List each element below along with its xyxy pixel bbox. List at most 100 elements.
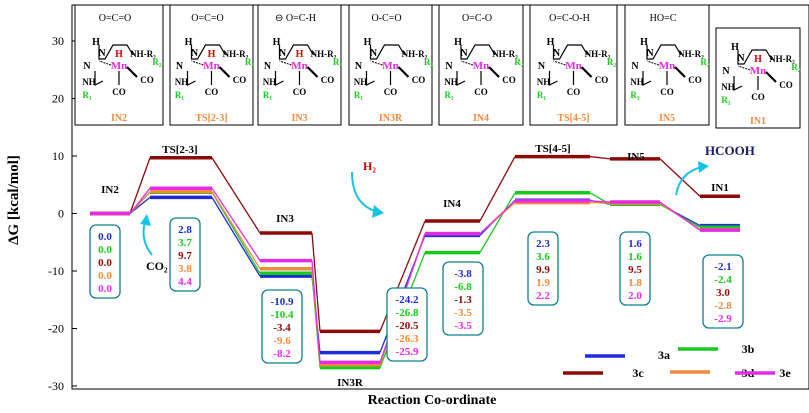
structure-backbone	[646, 44, 682, 60]
atom-mn: Mn	[382, 60, 399, 72]
connector-3e-1	[129, 187, 151, 214]
atom-n: N	[460, 48, 468, 59]
atom-co-bottom: CO	[293, 87, 307, 97]
value-label-3d: 1.8	[628, 277, 642, 289]
structure-hash-bond	[191, 60, 204, 66]
structure-ligand: HO=C	[650, 13, 677, 24]
structure-co-wedge	[218, 66, 231, 78]
atom-co-bottom: CO	[474, 87, 488, 97]
atom-co-right: CO	[140, 75, 154, 85]
atom-h: H	[454, 37, 462, 48]
structure-chelate	[733, 76, 743, 91]
atom-h: H	[185, 37, 193, 48]
atom-r1: R₁	[537, 90, 546, 100]
atom-r2: R₂	[333, 57, 342, 67]
value-label-3c: -1.3	[454, 294, 472, 306]
structure-hash-bond	[279, 60, 292, 66]
atom-nh: NH	[354, 77, 368, 87]
structure-label: TS[4-5]	[557, 113, 589, 124]
atom-r2: R₂	[152, 57, 161, 67]
structure-label: IN3R	[379, 113, 403, 124]
connector-3e-5	[479, 200, 516, 235]
y-tick-label: -20	[48, 322, 64, 336]
co2-label: CO₂	[146, 259, 168, 273]
stage-label-IN3: IN3	[276, 213, 294, 225]
hcooh-arrow	[675, 166, 703, 196]
atom-r1: R₁	[175, 90, 184, 100]
structure-box	[74, 4, 164, 126]
value-box-border	[261, 289, 303, 364]
structure-backbone	[98, 44, 134, 60]
hcooh-annotation: HCOOH	[675, 143, 755, 196]
structure-ligand: O=C-O	[462, 13, 492, 24]
atom-mn: Mn	[111, 60, 128, 72]
value-box-IN3: -10.9-10.4-3.4-9.6-8.2	[261, 289, 303, 364]
atom-n2: N	[264, 61, 272, 72]
value-label-3c: 9.7	[178, 250, 192, 262]
structure-box	[529, 4, 618, 126]
series-group	[90, 154, 740, 370]
atom-co-right: CO	[502, 75, 516, 85]
atom-nhr2: NH-R₂	[311, 49, 337, 59]
connector-3e-7	[659, 201, 701, 231]
value-box-IN3R: -24.2-26.8-20.5-26.3-25.9	[386, 287, 428, 362]
structure-chelate	[365, 71, 375, 86]
atom-n2: N	[83, 61, 91, 72]
co2-arrow	[142, 221, 153, 256]
atom-n2: N	[631, 61, 639, 72]
value-label-3c: -3.4	[273, 322, 291, 334]
value-label-3e: 2.2	[536, 290, 550, 302]
atom-mn: Mn	[659, 60, 676, 72]
atom-r1: R₁	[630, 90, 639, 100]
value-label-3a: -2.1	[714, 261, 731, 273]
value-label-3d: 1.9	[536, 277, 550, 289]
co2-annotation: CO₂	[140, 214, 168, 273]
atom-co-right: CO	[779, 80, 793, 90]
stage-label-IN3R: IN3R	[337, 377, 364, 389]
atom-nhr2: NH-R₂	[769, 54, 795, 64]
structure-hash-bond	[98, 60, 112, 66]
value-label-3b: -2.4	[714, 274, 732, 286]
connector-3b-2	[211, 191, 261, 274]
atom-co-bottom: CO	[384, 87, 398, 97]
stage-label-IN5: IN5	[627, 151, 645, 163]
legend: 3a3b3c3d3e	[563, 342, 791, 380]
value-label-3c: 9.9	[536, 264, 550, 276]
value-label-3c: 0.0	[98, 257, 112, 269]
structure-backbone	[278, 44, 315, 60]
atom-n2: N	[355, 61, 363, 72]
value-box-border	[89, 224, 121, 299]
structure-ligand: O=C-O-H	[549, 13, 590, 24]
atom-h: H	[640, 37, 648, 48]
atom-co-bottom: CO	[567, 87, 581, 97]
value-label-3b: 3.7	[178, 237, 192, 249]
atom-r2: R₂	[424, 57, 433, 67]
structure-co-wedge	[397, 66, 410, 78]
structure-co-wedge	[126, 66, 138, 78]
value-box-border	[169, 217, 201, 292]
atom-nh: NH	[537, 77, 551, 87]
atom-r2: R₂	[245, 57, 254, 67]
series-3c	[90, 154, 740, 334]
structure-ligand: ⊖ O=C-H	[275, 13, 316, 24]
value-label-3c: 9.5	[628, 264, 642, 276]
structure-chelate	[186, 71, 196, 86]
structure-backbone	[552, 44, 589, 60]
atom-nh: NH	[175, 77, 189, 87]
atom-r1: R₁	[263, 90, 272, 100]
connector-3d-2	[211, 191, 261, 270]
series-3e	[90, 186, 740, 365]
atom-co-bottom: CO	[205, 87, 219, 97]
value-label-3e: -3.5	[454, 320, 472, 332]
structure-label: IN5	[659, 113, 675, 124]
value-label-3d: -9.6	[273, 335, 291, 347]
connector-3a-2	[211, 197, 261, 277]
value-label-3a: -24.2	[396, 294, 419, 306]
structure-label: TS[2-3]	[195, 113, 227, 124]
stage-label-TS[4-5]: TS[4-5]	[535, 143, 570, 155]
